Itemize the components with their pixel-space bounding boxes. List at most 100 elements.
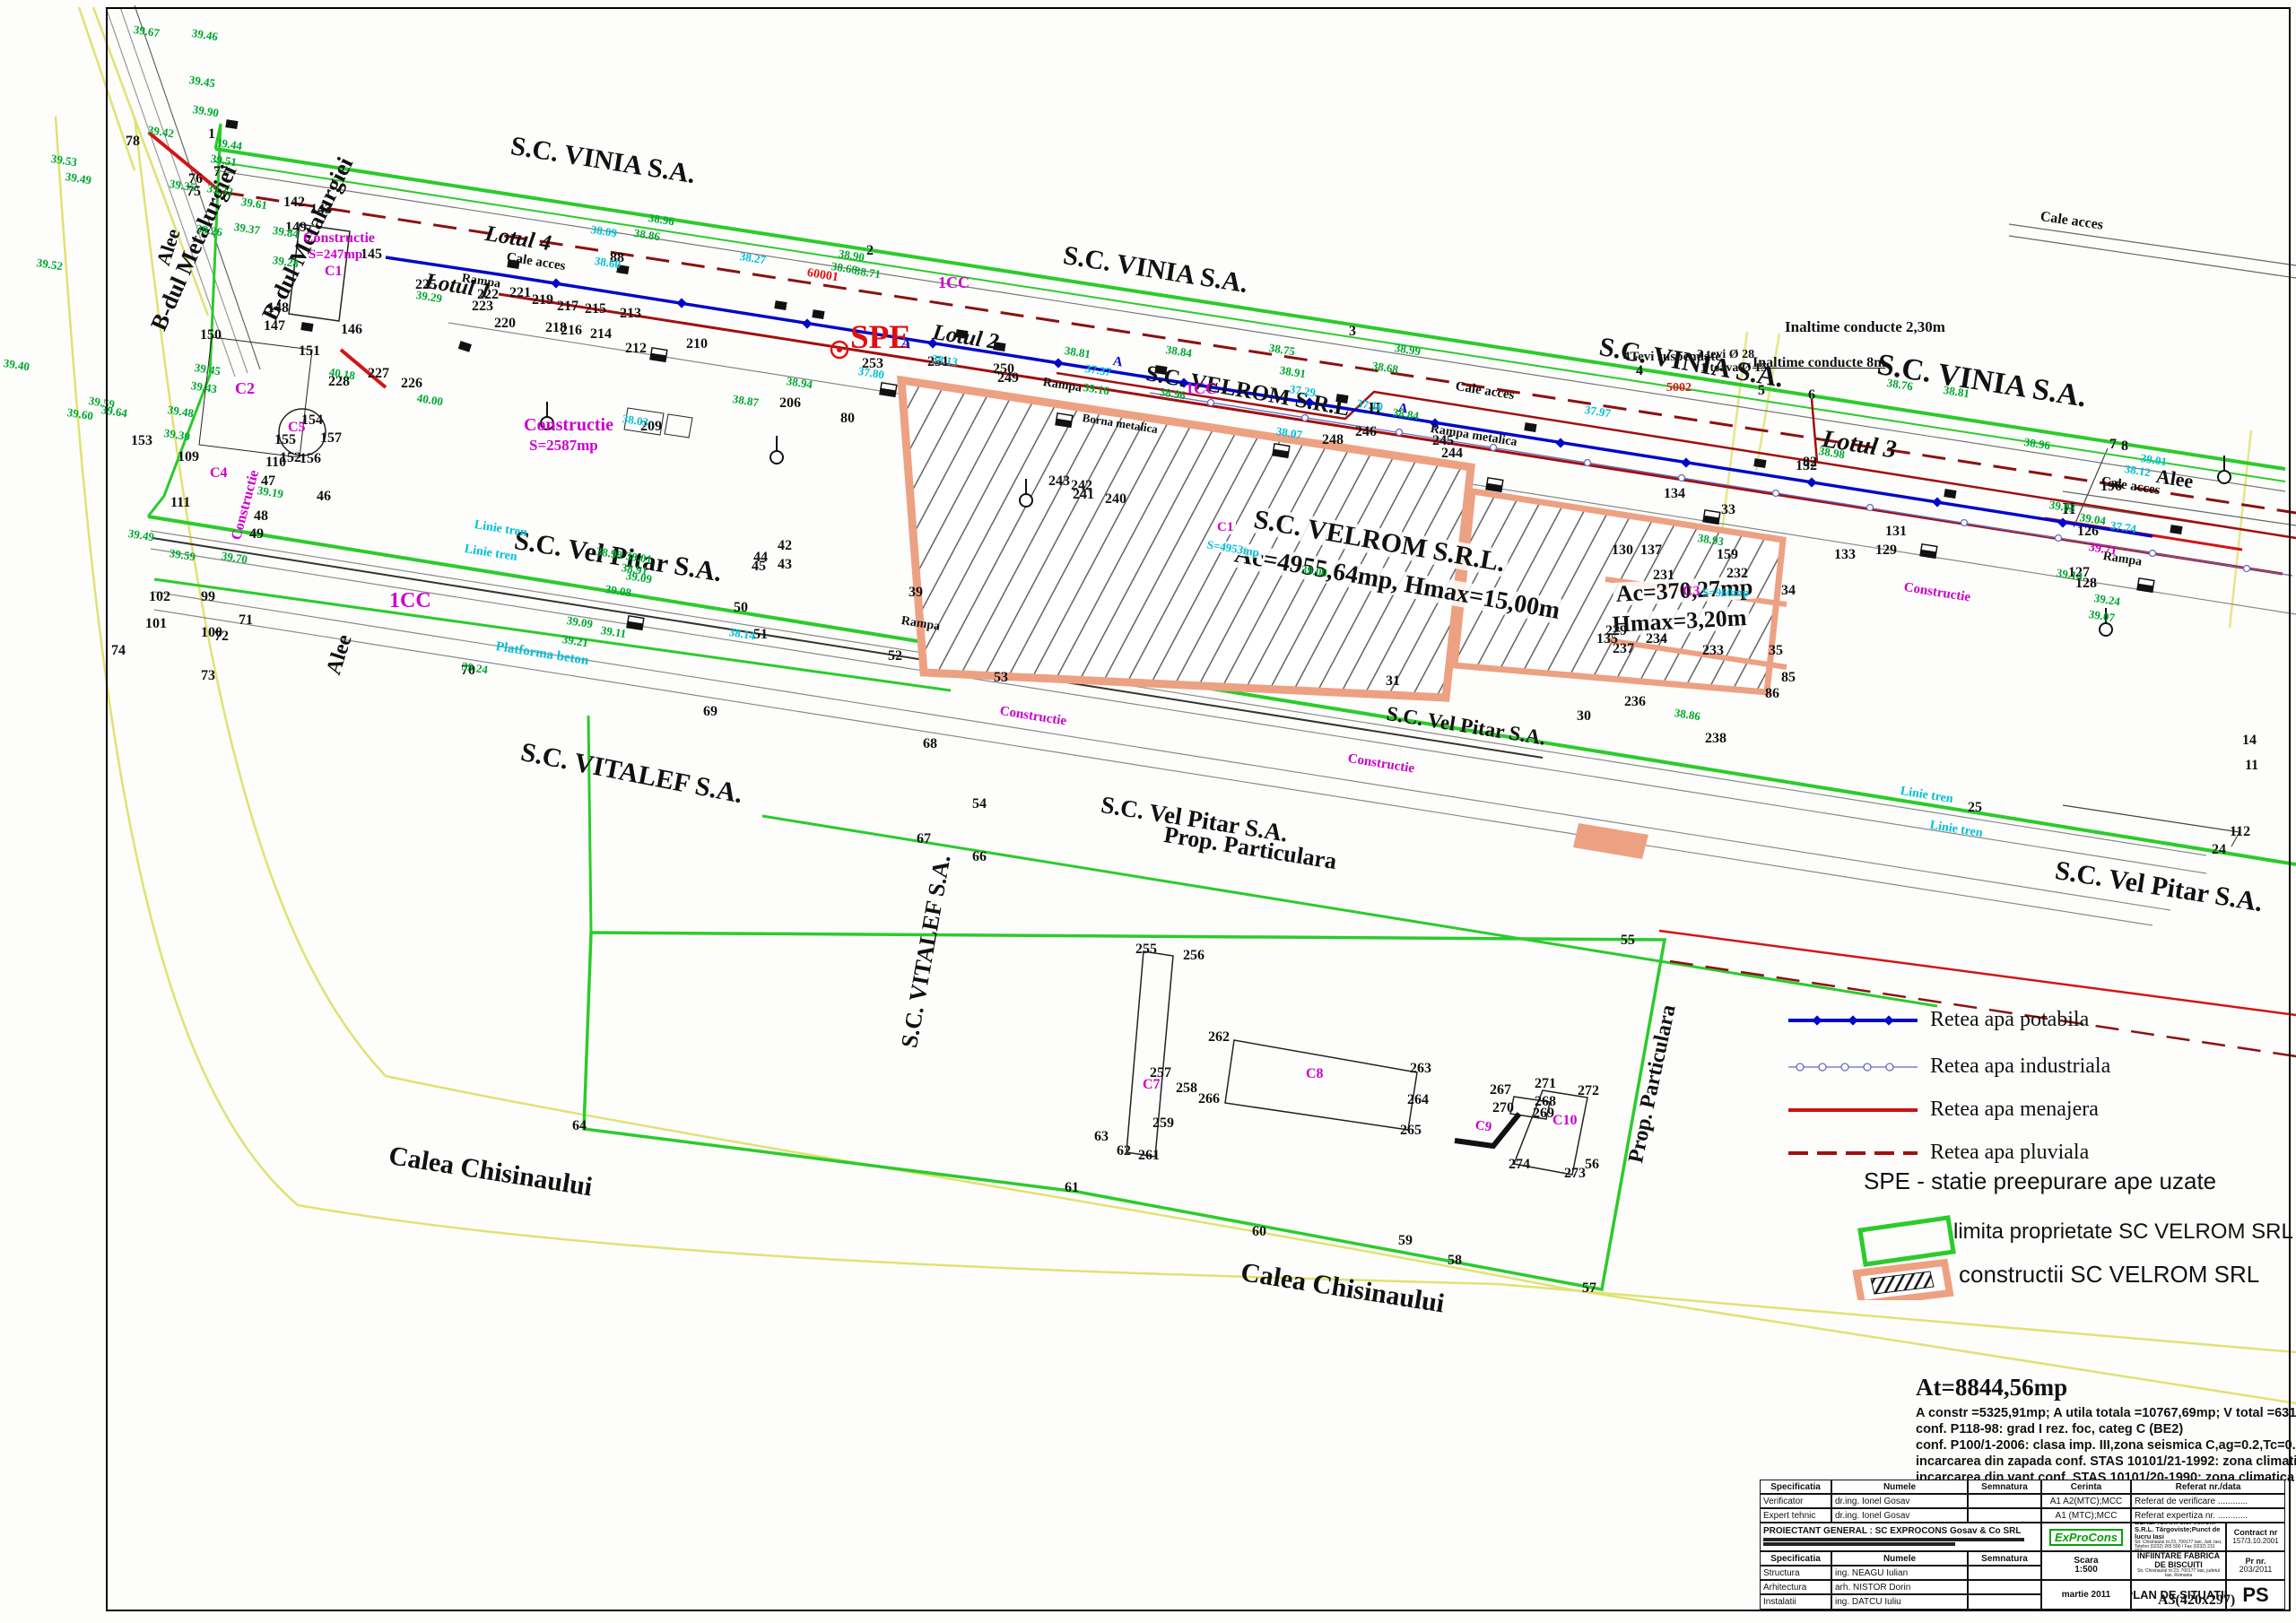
map-label: 212 xyxy=(625,341,647,356)
map-label: 64 xyxy=(572,1118,587,1133)
map-label: 42 xyxy=(778,538,792,553)
th2-semnatura: Semnatura xyxy=(1968,1551,2041,1566)
cell-arhitectura-name: arh. NISTOR Dorin xyxy=(1831,1580,1968,1594)
map-label: 69 xyxy=(703,704,718,719)
limita-proprietate-icon xyxy=(1857,1215,1956,1267)
map-label: 143 xyxy=(310,202,332,217)
map-label: 102 xyxy=(149,589,170,604)
potabila-line-icon xyxy=(1788,1014,1918,1026)
map-label: 274 xyxy=(1509,1157,1530,1172)
map-label: 88 xyxy=(610,250,624,265)
map-label: 39.49 xyxy=(64,169,93,187)
map-label: 273 xyxy=(1564,1166,1586,1181)
map-label: 1CC xyxy=(938,273,970,291)
map-label: 268 xyxy=(1535,1094,1556,1109)
map-label: 152 xyxy=(280,450,301,465)
map-label: 215 xyxy=(585,301,606,317)
cell-expert-referat: Referat expertiza nr. ............ xyxy=(2131,1508,2285,1523)
map-label: C2 xyxy=(235,379,255,397)
cell-structura: Structura xyxy=(1760,1566,1831,1580)
map-label: 246 xyxy=(1355,424,1377,439)
map-label: C7 xyxy=(1143,1077,1161,1092)
map-label: 50 xyxy=(734,600,748,615)
map-label: 14 xyxy=(2242,733,2257,748)
legend-item-pluviala: Retea apa pluviala xyxy=(1787,1141,2089,1165)
map-label: 248 xyxy=(1322,432,1344,447)
pluviala-line-icon xyxy=(1788,1150,1918,1155)
cell-expert: Expert tehnic xyxy=(1760,1508,1831,1523)
map-label: 132 xyxy=(1796,458,1817,473)
map-label: Inaltime conducte 2,30m xyxy=(1785,318,1945,335)
map-label: C4 xyxy=(210,465,228,481)
map-label: 214 xyxy=(590,326,612,342)
spe-note: SPE - statie preepurare ape uzate xyxy=(1864,1167,2217,1194)
map-label: 33 xyxy=(1721,502,1735,517)
map-label: 133 xyxy=(1834,547,1856,562)
map-label: 80 xyxy=(840,411,855,426)
industriala-line-icon xyxy=(1788,1062,1918,1072)
cell-beneficiar: BENEFICIAR: s.c. Velrom S.R.L. Târgovist… xyxy=(2131,1523,2226,1551)
map-label: 209 xyxy=(640,419,662,434)
map-label: 110 xyxy=(265,455,287,470)
map-label: C3 xyxy=(1683,584,1700,599)
map-label: 126 xyxy=(2077,524,2099,539)
map-label: 78 xyxy=(126,134,140,149)
map-label: 128 xyxy=(2075,576,2097,591)
map-label: 129 xyxy=(1875,542,1897,558)
limita-proprietate-label: limita proprietate SC VELROM SRL xyxy=(1953,1219,2293,1244)
cell-structura-name: ing. NEAGU Iulian xyxy=(1831,1566,1968,1580)
map-label: 259 xyxy=(1152,1115,1174,1131)
legend-label: Retea apa menajera xyxy=(1930,1098,2099,1121)
map-label: 243 xyxy=(1048,473,1070,489)
map-label: 225 xyxy=(415,277,437,292)
map-label: 134 xyxy=(1664,486,1685,501)
map-label: 112 xyxy=(2230,824,2251,839)
map-label: C8 xyxy=(1306,1066,1324,1081)
railway-lines xyxy=(150,530,2207,926)
map-label: 45 xyxy=(752,559,766,574)
map-label: 148 xyxy=(267,300,289,316)
retea-apa-pluviala-line xyxy=(220,190,2296,1058)
map-label: 196 xyxy=(2100,479,2122,494)
beneficiar: BENEFICIAR: s.c. Velrom S.R.L. Târgovist… xyxy=(2135,1523,2221,1541)
th-specificatia: Specificatia xyxy=(1760,1480,1831,1494)
map-label: 220 xyxy=(494,316,516,331)
cell-date: martie 2011 xyxy=(2041,1580,2131,1610)
map-label: 68 xyxy=(923,736,937,751)
map-label: 111 xyxy=(170,495,191,510)
map-label: 217 xyxy=(557,299,578,314)
map-label: 39.53 xyxy=(49,152,79,169)
cell-verificator-name: dr.ing. Ionel Gosav xyxy=(1831,1494,1968,1508)
map-label: 54 xyxy=(972,796,987,812)
map-label: 221 xyxy=(509,285,531,300)
map-label: 131 xyxy=(1885,524,1907,539)
map-label: 5 xyxy=(1758,383,1765,398)
proiectant-subline-decor xyxy=(1763,1537,2024,1541)
menajera-line-icon xyxy=(1788,1107,1918,1112)
th2-specificatia: Specificatia xyxy=(1760,1551,1831,1566)
map-label: 53 xyxy=(994,670,1008,685)
map-label: 43 xyxy=(778,557,792,572)
map-label: 3 xyxy=(1349,324,1356,339)
map-label: 236 xyxy=(1624,694,1646,709)
map-label: 263 xyxy=(1410,1061,1431,1076)
info-title: At=8844,56mp xyxy=(1916,1374,2068,1401)
cell-scara: Scara 1:500 xyxy=(2041,1551,2131,1580)
legend-item-menajera: Retea apa menajera xyxy=(1787,1098,2099,1122)
map-label: 70 xyxy=(461,663,475,678)
map-label: 240 xyxy=(1105,491,1126,507)
map-label: 244 xyxy=(1441,446,1463,461)
map-label: 216 xyxy=(561,323,582,338)
map-label: 229 xyxy=(1605,623,1627,638)
map-label: 82 xyxy=(1803,455,1817,470)
map-label: 257 xyxy=(1150,1065,1171,1081)
map-label: 46 xyxy=(317,489,331,504)
map-label: 267 xyxy=(1490,1082,1511,1098)
cell-arhitectura-sign xyxy=(1968,1580,2041,1594)
map-label: 63 xyxy=(1094,1129,1109,1144)
map-label: 213 xyxy=(620,306,641,321)
th-referat: Referat nr./data xyxy=(2131,1480,2285,1494)
